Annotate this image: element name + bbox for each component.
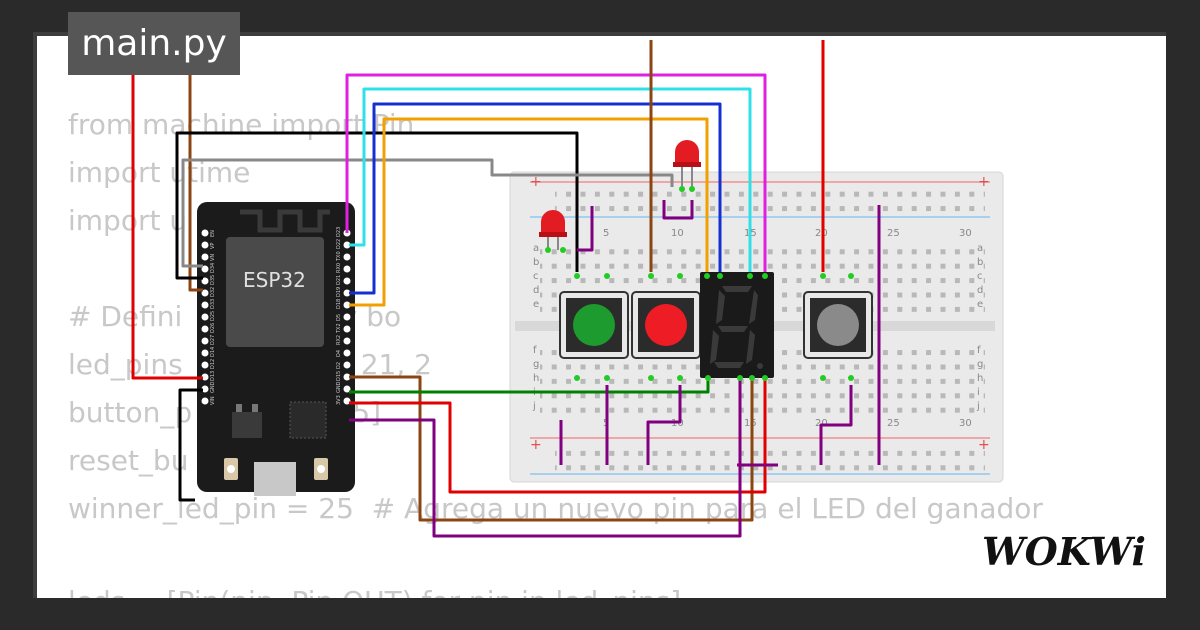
row-letter: g	[977, 359, 983, 370]
rail-plus-label: +	[530, 174, 542, 190]
column-number: 25	[887, 228, 900, 239]
rail-plus-label: +	[978, 174, 990, 190]
wokwi-logo: WOKWi	[978, 527, 1150, 577]
row-letter: e	[533, 299, 539, 310]
pin-label: D23	[336, 227, 342, 237]
pin-label: D25	[210, 311, 216, 321]
pin-label: GND	[210, 381, 216, 393]
row-letter: a	[533, 243, 539, 254]
push-button-reset[interactable]	[803, 291, 873, 359]
pin-label: D15	[336, 371, 342, 381]
push-button-green[interactable]	[559, 291, 629, 359]
pin-label: D18	[336, 299, 342, 309]
wire-brown-d35[interactable]	[188, 40, 203, 292]
code-line: leds = [Pin(pin, Pin.OUT) for pin in led…	[68, 585, 681, 598]
row-letter: h	[977, 373, 983, 384]
row-letter: a	[977, 243, 983, 254]
pin-label: TX0	[336, 251, 342, 262]
row-letter: c	[977, 271, 983, 282]
esp32-board[interactable]: ESP32 EN VP VN D34 D35 D32 D	[197, 202, 355, 496]
pin-label: D32	[210, 287, 216, 297]
column-number: 30	[959, 418, 972, 429]
pin-label: TX2	[336, 323, 342, 334]
row-letter: b	[977, 257, 983, 268]
wire-red-d15[interactable]	[349, 378, 767, 494]
seven-segment-display	[700, 272, 774, 378]
column-number: 25	[887, 418, 900, 429]
pin-label: D22	[336, 239, 342, 249]
wire-magenta-d23[interactable]	[345, 73, 767, 272]
wire-purple-led2[interactable]	[662, 200, 694, 220]
pin-label: GND	[336, 381, 342, 393]
pin-label: 3V3	[336, 395, 342, 405]
pin-label: VN	[210, 254, 216, 261]
row-letter: b	[533, 257, 539, 268]
pin-label: D2	[336, 362, 342, 369]
column-number: 15	[744, 418, 757, 429]
column-number: 10	[671, 228, 684, 239]
column-number: 20	[815, 228, 828, 239]
column-number: 5	[603, 228, 609, 239]
wire-purple-led1[interactable]	[577, 206, 594, 252]
row-letter: g	[533, 359, 539, 370]
wokwi-logo-text: WOKWi	[982, 529, 1146, 574]
rail-plus-label: +	[530, 437, 542, 453]
pin-label: D14	[210, 347, 216, 357]
row-letter: j	[976, 401, 980, 412]
row-letter: c	[533, 271, 539, 282]
wire-black-d13[interactable]	[178, 388, 203, 502]
pin-label: VIN	[210, 396, 216, 405]
wire-brown-d4[interactable]	[349, 375, 754, 522]
wire-green-d2[interactable]	[349, 378, 710, 394]
led-2[interactable]	[673, 140, 701, 187]
wire-orange-d19[interactable]	[349, 117, 709, 307]
pin-label: D13	[210, 371, 216, 381]
pin-label: RX0	[336, 263, 342, 273]
row-letter: j	[532, 401, 536, 412]
push-button-red[interactable]	[631, 291, 701, 359]
pin-label: RX2	[336, 335, 342, 345]
row-letter: f	[533, 345, 537, 356]
row-letter: f	[977, 345, 981, 356]
code-line: winner_led_pin = 25 # Agrega un nuevo pi…	[68, 492, 1043, 525]
board-label: ESP32	[243, 268, 306, 292]
row-letter: d	[533, 285, 539, 296]
pin-label: D5	[336, 314, 342, 321]
pin-label: D19	[336, 287, 342, 297]
pin-label: VP	[210, 243, 216, 249]
pin-label: D33	[210, 299, 216, 309]
pin-label: D27	[210, 335, 216, 345]
wire-black-d34[interactable]	[175, 131, 579, 280]
pin-label: D34	[210, 263, 216, 273]
file-tab[interactable]: main.py	[68, 12, 240, 75]
wire-red-d14[interactable]	[131, 40, 203, 380]
wire-purple-gnd[interactable]	[349, 378, 742, 538]
row-letter: i	[977, 387, 980, 398]
pin-label: D4	[336, 350, 342, 357]
pin-label: D35	[210, 275, 216, 285]
row-letter: d	[977, 285, 983, 296]
wire-purple-btn2[interactable]	[646, 385, 682, 465]
pin-label: D21	[336, 275, 342, 285]
row-letter: e	[977, 299, 983, 310]
wire-blue-d21[interactable]	[349, 102, 722, 295]
wire-cyan-d22[interactable]	[349, 87, 752, 272]
pin-label: D12	[210, 359, 216, 369]
wire-purple-btn3[interactable]	[819, 385, 853, 465]
wire-gray-vn[interactable]	[181, 158, 674, 268]
rail-plus-label: +	[978, 437, 990, 453]
column-number: 30	[959, 228, 972, 239]
pin-label: EN	[210, 230, 216, 237]
row-letter: h	[533, 373, 539, 384]
pin-label: D26	[210, 323, 216, 333]
